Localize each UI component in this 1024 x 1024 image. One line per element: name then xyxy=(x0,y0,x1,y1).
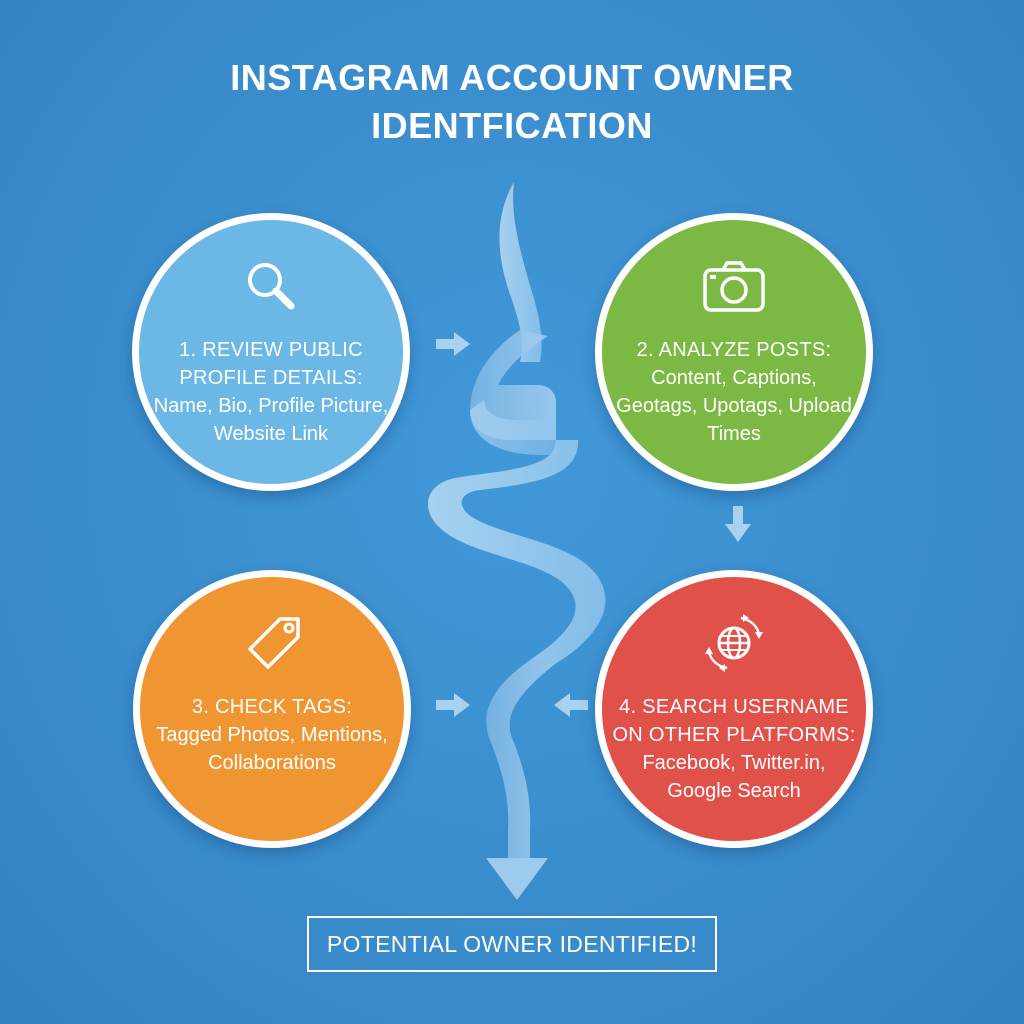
step-3-heading: 3. CHECK TAGS: xyxy=(191,696,353,718)
step-2-details: Content, Captions, Geotags, Upotags, Upl… xyxy=(616,367,852,445)
step-2-analyze-posts: 2. ANALYZE POSTS: Content, Captions, Geo… xyxy=(595,213,873,491)
step-4-heading: 4. SEARCH USERNAME ON OTHER PLATFORMS: xyxy=(612,696,856,746)
arrow-step3-to-center xyxy=(436,693,470,717)
step-1-details: Name, Bio, Profile Picture, Website Link xyxy=(153,395,389,445)
result-box: POTENTIAL OWNER IDENTIFIED! xyxy=(307,916,717,972)
ribbon-segment-middle xyxy=(428,440,606,664)
step-1-review-profile: 1. REVIEW PUBLIC PROFILE DETAILS: Name, … xyxy=(132,213,410,491)
step-2-heading: 2. ANALYZE POSTS: xyxy=(636,339,832,361)
globe-sync-icon xyxy=(699,613,769,673)
title-line-2: IDENTFICATION xyxy=(371,105,653,146)
step-2-text: 2. ANALYZE POSTS: Content, Captions, Geo… xyxy=(609,336,859,448)
step-3-details: Tagged Photos, Mentions, Collaborations xyxy=(156,724,388,774)
ribbon-segment-band-1 xyxy=(470,400,556,455)
arrow-step1-to-center xyxy=(436,332,470,356)
step-3-check-tags: 3. CHECK TAGS: Tagged Photos, Mentions, … xyxy=(133,570,411,848)
camera-icon xyxy=(699,256,769,316)
ribbon-segment-fold-1 xyxy=(470,330,556,440)
result-label: POTENTIAL OWNER IDENTIFIED! xyxy=(326,930,698,957)
ribbon-arrowhead xyxy=(486,858,548,900)
step-4-text: 4. SEARCH USERNAME ON OTHER PLATFORMS: F… xyxy=(609,693,859,805)
step-4-search-username: 4. SEARCH USERNAME ON OTHER PLATFORMS: F… xyxy=(595,570,873,848)
title-line-1: INSTAGRAM ACCOUNT OWNER xyxy=(230,57,794,98)
ribbon-segment-lower xyxy=(486,660,555,868)
ribbon-segment-top xyxy=(499,182,542,362)
step-4-details: Facebook, Twitter.in, Google Search xyxy=(642,752,826,802)
step-3-text: 3. CHECK TAGS: Tagged Photos, Mentions, … xyxy=(147,693,397,777)
arrow-step2-to-step4 xyxy=(725,506,751,542)
arrow-step4-to-center xyxy=(554,693,588,717)
step-1-text: 1. REVIEW PUBLIC PROFILE DETAILS: Name, … xyxy=(146,336,396,448)
page-title: INSTAGRAM ACCOUNT OWNER IDENTFICATION xyxy=(0,54,1024,150)
magnifier-icon xyxy=(236,256,306,316)
tag-icon xyxy=(237,613,307,673)
step-1-heading: 1. REVIEW PUBLIC PROFILE DETAILS: xyxy=(179,339,363,389)
